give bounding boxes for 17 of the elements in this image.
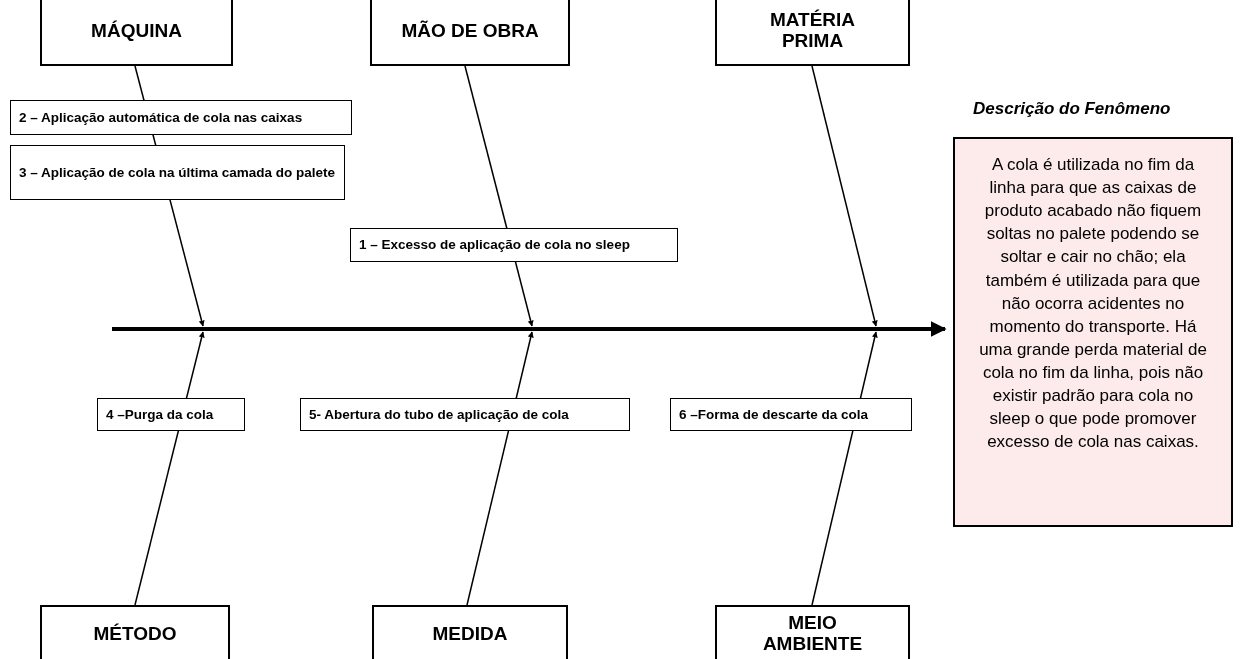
category-box: MEIO AMBIENTE xyxy=(715,605,910,659)
cause-box: 3 – Aplicação de cola na última camada do palete xyxy=(10,145,345,200)
category-box: MÃO DE OBRA xyxy=(370,0,570,66)
description-text: A cola é utilizada no fim da linha para que as caixas de produto acabado não fiquem soltas no palete podendo se soltar e cair no chão; ela também é utilizada para que não ocorra acidentes no momento do transporte. Há uma grande perda material de cola no fim da linha, pois não existir padrão para cola no sleep o que pode promover excesso de cola nas caixas. xyxy=(978,154,1208,454)
description-box xyxy=(953,137,1233,527)
category-box: MÉTODO xyxy=(40,605,230,659)
cause-box: 2 – Aplicação automática de cola nas caixas xyxy=(10,100,352,135)
cause-box: 6 –Forma de descarte da cola xyxy=(670,398,912,431)
cause-box: 4 –Purga da cola xyxy=(97,398,245,431)
category-box: MEDIDA xyxy=(372,605,568,659)
category-box: MATÉRIA PRIMA xyxy=(715,0,910,66)
cause-box: 1 – Excesso de aplicação de cola no sleep xyxy=(350,228,678,262)
arrow xyxy=(112,321,947,337)
cause-box: 5- Abertura do tubo de aplicação de cola xyxy=(300,398,630,431)
category-box: MÁQUINA xyxy=(40,0,233,66)
description-heading: Descrição do Fenômeno xyxy=(973,99,1171,119)
arrow xyxy=(811,65,878,327)
